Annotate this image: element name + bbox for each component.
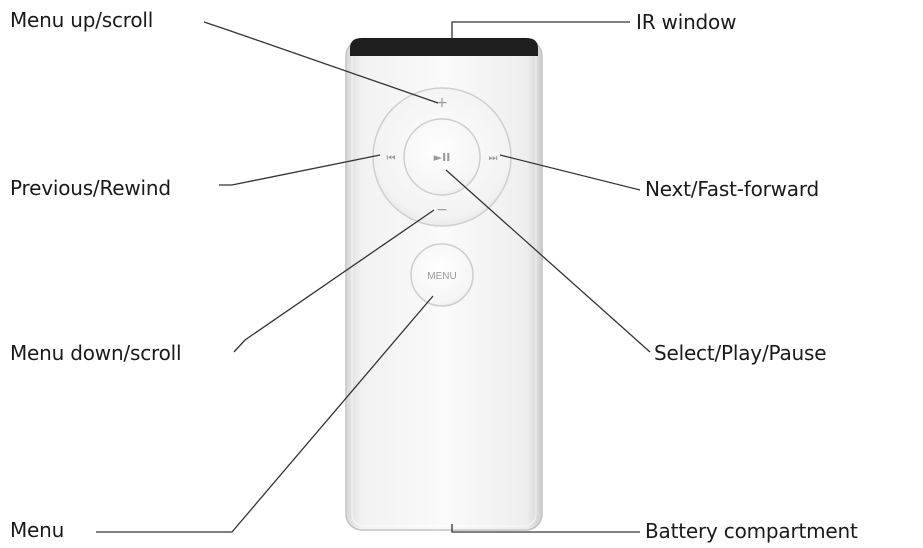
label-previous-rewind: Previous/Rewind	[10, 176, 171, 200]
label-ir-window: IR window	[636, 10, 737, 34]
leader-line-menu	[96, 295, 434, 533]
leader-line-menu-down-scroll	[233, 209, 435, 353]
leader-line-select-play-pause	[445, 169, 651, 353]
label-select-play-pause: Select/Play/Pause	[654, 341, 827, 365]
ir-window	[350, 38, 538, 56]
leader-lines	[96, 21, 651, 533]
next-icon: ⏭	[489, 153, 498, 164]
select-play-pause-button[interactable]	[403, 118, 481, 196]
leader-line-next-fast-forward	[499, 154, 641, 191]
previous-icon: ⏮	[387, 153, 396, 164]
plus-icon: +	[436, 95, 448, 111]
menu-button[interactable]	[410, 243, 474, 307]
label-battery-compartment: Battery compartment	[645, 519, 858, 543]
leader-line-battery-compartment	[451, 524, 640, 533]
leader-line-ir-window	[451, 21, 630, 38]
label-next-fast-forward: Next/Fast-forward	[645, 177, 820, 201]
minus-icon: −	[436, 202, 448, 218]
leader-line-previous-rewind	[219, 154, 381, 186]
leader-line-menu-up-scroll	[203, 21, 439, 104]
label-menu-down-scroll: Menu down/scroll	[10, 341, 182, 365]
label-menu-up-scroll: Menu up/scroll	[10, 8, 154, 32]
label-menu: Menu	[10, 518, 65, 542]
menu-button-label: MENU	[427, 271, 456, 282]
play-pause-icon: ►II	[434, 151, 451, 164]
